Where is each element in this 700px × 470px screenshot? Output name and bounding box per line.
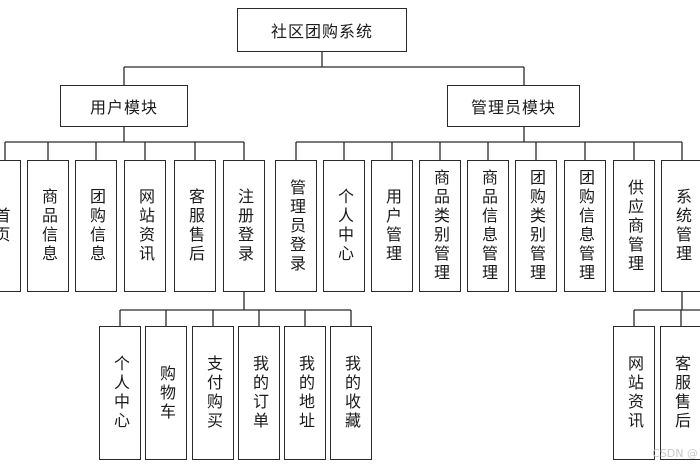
register-child-payment: 支付购买 [192,326,234,460]
admin-module-label: 管理员模块 [470,98,556,117]
user-item-home: 首页 [0,160,21,292]
admin-item-groupbuy-info-management: 团购信息管理 [564,160,606,292]
system-child-site-news: 网站资讯 [613,326,655,460]
admin-item-label: 商品信息管理 [479,169,498,283]
root-node: 社区团购系统 [237,8,407,52]
register-child-label: 支付购买 [204,355,223,431]
user-item-register-login: 注册登录 [223,160,265,292]
user-item-product-info: 商品信息 [27,160,69,292]
user-item-label: 团购信息 [87,188,106,264]
system-child-label: 网站资讯 [625,355,644,431]
admin-module-node: 管理员模块 [447,85,580,127]
register-child-label: 个人中心 [111,355,130,431]
register-child-personal-center: 个人中心 [99,326,141,460]
user-module-label: 用户模块 [89,98,158,117]
admin-item-label: 用户管理 [383,188,402,264]
register-child-my-address: 我的地址 [284,326,326,460]
register-child-label: 我的地址 [296,355,315,431]
user-item-label: 客服售后 [186,188,205,264]
admin-item-admin-login: 管理员登录 [275,160,317,292]
admin-item-groupbuy-category-management: 团购类别管理 [515,160,557,292]
user-module-node: 用户模块 [60,85,188,127]
admin-item-label: 商品类别管理 [431,169,450,283]
admin-item-product-info-management: 商品信息管理 [467,160,509,292]
admin-item-system-management: 系统管理 [661,160,700,292]
admin-item-label: 个人中心 [335,188,354,264]
user-item-site-news: 网站资讯 [124,160,166,292]
admin-item-label: 供应商管理 [625,178,644,274]
admin-item-supplier-management: 供应商管理 [613,160,655,292]
admin-item-product-category-management: 商品类别管理 [419,160,461,292]
user-item-label: 首页 [0,207,11,245]
watermark: CSDN @ [652,447,698,460]
admin-item-label: 团购信息管理 [576,169,595,283]
register-child-label: 购物车 [157,364,176,422]
user-item-label: 注册登录 [235,188,254,264]
user-item-customer-service: 客服售后 [174,160,216,292]
user-item-label: 商品信息 [39,188,58,264]
admin-item-label: 系统管理 [673,188,692,264]
system-child-label: 客服售后 [672,355,691,431]
root-label: 社区团购系统 [270,22,373,41]
admin-item-personal-center: 个人中心 [323,160,365,292]
register-child-my-favorites: 我的收藏 [330,326,372,460]
register-child-my-orders: 我的订单 [238,326,280,460]
user-item-groupbuy-info: 团购信息 [75,160,117,292]
register-child-shopping-cart: 购物车 [145,326,187,460]
system-child-customer-service: 客服售后 [660,326,700,460]
register-child-label: 我的收藏 [342,355,361,431]
user-item-label: 网站资讯 [136,188,155,264]
admin-item-label: 管理员登录 [287,178,306,274]
register-child-label: 我的订单 [250,355,269,431]
admin-item-user-management: 用户管理 [371,160,413,292]
admin-item-label: 团购类别管理 [527,169,546,283]
